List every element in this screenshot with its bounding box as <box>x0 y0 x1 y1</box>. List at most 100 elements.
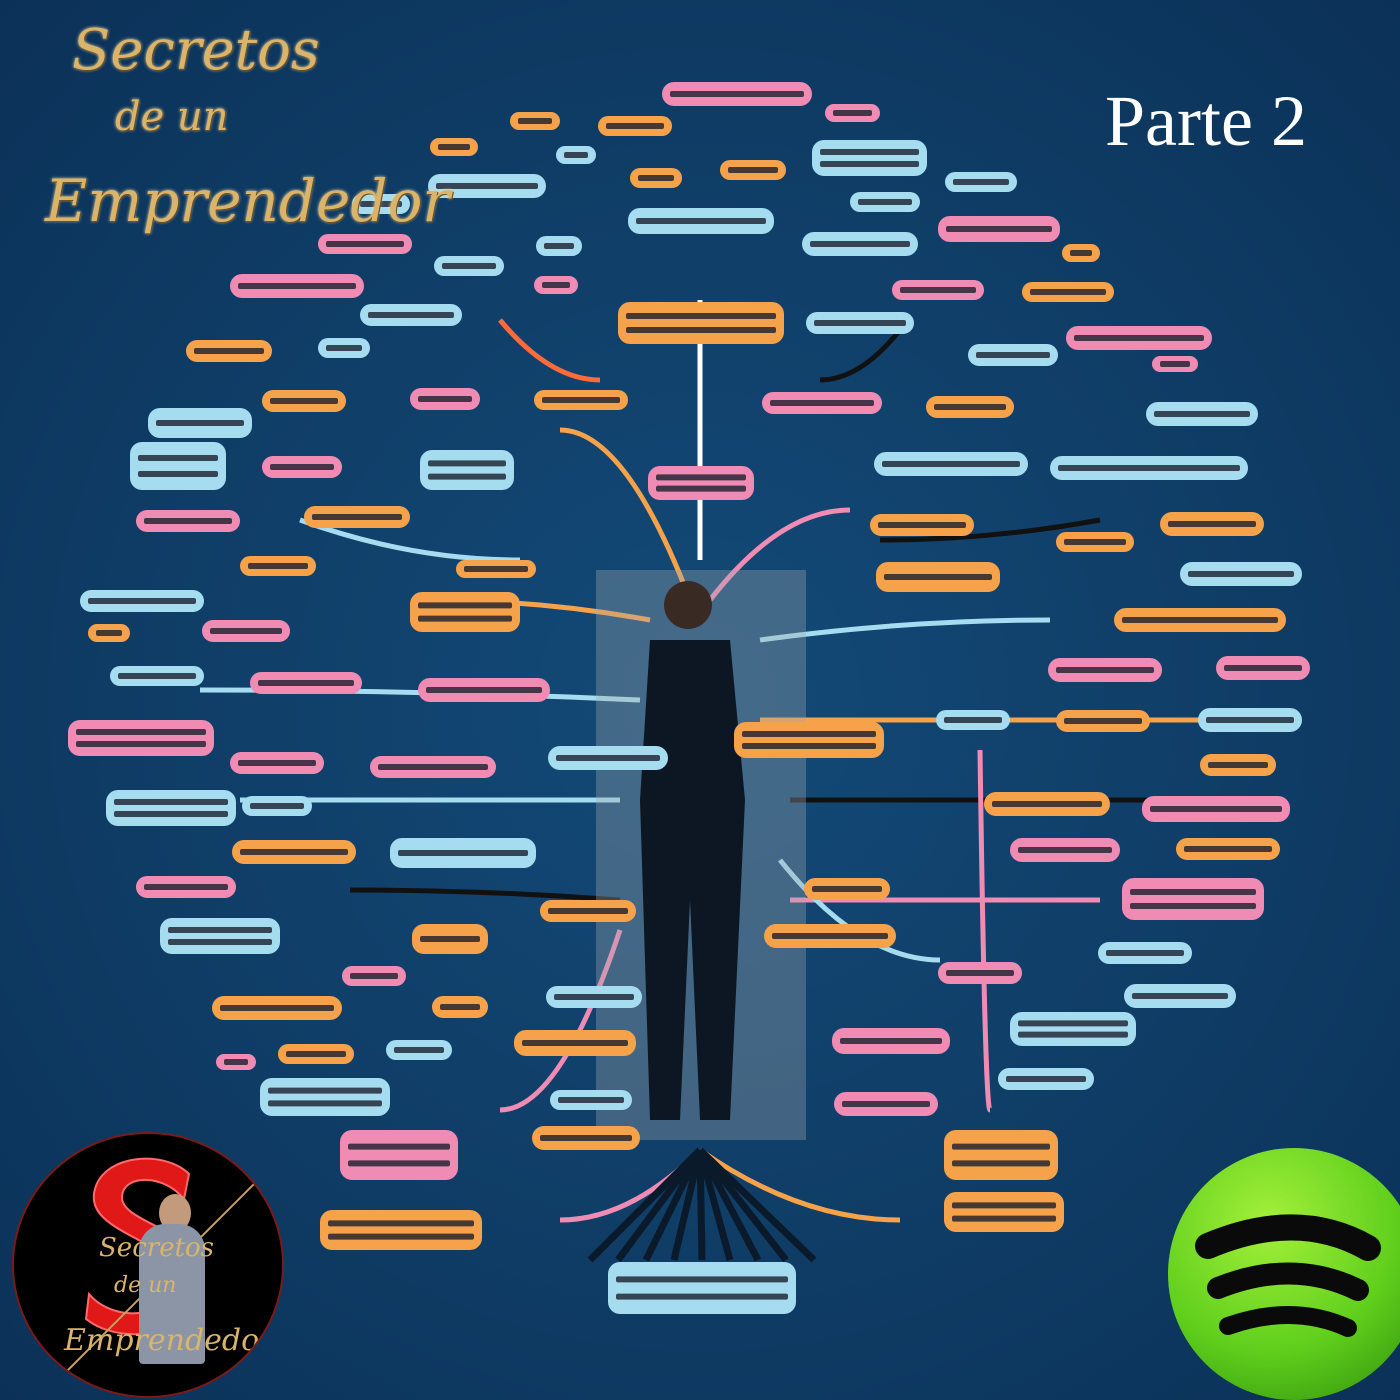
node-label-mark <box>1064 718 1142 724</box>
node-label-mark <box>268 1100 382 1107</box>
mind-map-node <box>618 302 784 344</box>
node-label-mark <box>418 396 472 402</box>
mind-map-node <box>160 918 280 954</box>
node-label-mark <box>1070 250 1092 256</box>
node-label-mark <box>882 461 1020 467</box>
figure-head <box>664 581 712 629</box>
node-label-mark <box>328 1220 474 1227</box>
episode-label: Parte 2 <box>1105 81 1307 161</box>
tree-root <box>696 1149 706 1261</box>
node-label-mark <box>842 1101 930 1107</box>
node-label-mark <box>368 312 454 318</box>
title-line-2: de un <box>115 94 229 140</box>
mind-map-node <box>340 1130 458 1180</box>
node-label-mark <box>1130 903 1256 909</box>
node-label-mark <box>656 474 746 481</box>
node-label-mark <box>544 243 574 249</box>
node-label-mark <box>616 1276 788 1283</box>
node-label-mark <box>542 397 620 403</box>
mind-map-node <box>1010 1012 1136 1046</box>
node-label-mark <box>944 717 1002 723</box>
node-label-mark <box>248 563 308 569</box>
tree-root <box>696 1149 734 1261</box>
node-label-mark <box>1064 539 1126 545</box>
node-label-mark <box>554 994 634 1000</box>
spotify-icon[interactable] <box>1168 1148 1400 1400</box>
node-label-mark <box>812 886 882 892</box>
node-label-mark <box>220 1005 334 1011</box>
node-label-mark <box>884 574 992 580</box>
node-label-mark <box>840 1038 942 1044</box>
node-label-mark <box>250 803 304 809</box>
node-label-mark <box>548 908 628 914</box>
tree-root <box>670 1149 704 1261</box>
node-label-mark <box>934 404 1006 410</box>
node-label-mark <box>428 473 506 480</box>
mind-map-node <box>320 1210 482 1250</box>
logo-text-1: Secretos <box>99 1233 215 1263</box>
node-label-mark <box>1006 1076 1086 1082</box>
node-label-mark <box>138 455 218 461</box>
node-label-mark <box>522 1040 628 1046</box>
connector-line <box>299 517 521 563</box>
node-label-mark <box>1132 993 1228 999</box>
node-label-mark <box>76 729 206 735</box>
node-label-mark <box>144 884 228 890</box>
node-label-mark <box>156 420 244 426</box>
node-label-mark <box>946 970 1014 976</box>
node-label-mark <box>1188 571 1294 577</box>
node-label-mark <box>312 514 402 520</box>
node-label-mark <box>1184 846 1272 852</box>
node-label-mark <box>952 1143 1050 1150</box>
podcast-logo: Secretos de un Emprendedor <box>12 1132 284 1398</box>
logo-text-2: de un <box>114 1273 177 1298</box>
node-label-mark <box>438 144 470 150</box>
node-label-mark <box>858 199 912 205</box>
node-label-mark <box>1224 665 1302 671</box>
node-label-mark <box>556 755 660 761</box>
node-label-mark <box>270 464 334 470</box>
connector-line <box>977 749 993 1113</box>
mind-map-node <box>106 790 236 826</box>
node-label-mark <box>728 167 778 173</box>
node-label-mark <box>606 123 664 129</box>
connector-line <box>698 1147 901 1223</box>
node-label-mark <box>976 352 1050 358</box>
node-label-mark <box>814 320 906 326</box>
mind-map-node <box>68 720 214 756</box>
node-label-mark <box>638 175 674 181</box>
tree-root <box>587 1147 703 1263</box>
node-label-mark <box>138 471 218 477</box>
node-label-mark <box>1168 521 1256 527</box>
node-label-mark <box>542 282 570 288</box>
title-line-3: Emprendedor <box>45 167 451 235</box>
node-label-mark <box>636 218 766 224</box>
host-photo <box>139 1224 205 1364</box>
tree-root <box>615 1147 703 1263</box>
connector-line <box>879 517 1101 543</box>
node-label-mark <box>418 602 512 609</box>
node-label-mark <box>238 760 316 766</box>
node-label-mark <box>76 741 206 747</box>
mind-map-node <box>130 442 226 490</box>
node-label-mark <box>626 327 776 333</box>
node-label-mark <box>418 615 512 622</box>
node-label-mark <box>420 936 480 942</box>
logo-text-3: Emprendedor <box>64 1323 274 1358</box>
node-label-mark <box>1018 847 1112 853</box>
connector-line <box>708 507 851 602</box>
tree-root <box>696 1148 762 1262</box>
mind-map-node <box>944 1192 1064 1232</box>
node-label-mark <box>428 460 506 467</box>
mind-map-node <box>648 466 754 500</box>
node-label-mark <box>878 522 966 528</box>
node-label-mark <box>1056 667 1154 673</box>
connector-line <box>819 328 902 383</box>
node-label-mark <box>360 201 402 207</box>
node-label-mark <box>810 241 910 247</box>
node-label-mark <box>442 263 496 269</box>
mind-map-node <box>608 1262 796 1314</box>
node-label-mark <box>270 398 338 404</box>
node-label-mark <box>348 1143 450 1150</box>
